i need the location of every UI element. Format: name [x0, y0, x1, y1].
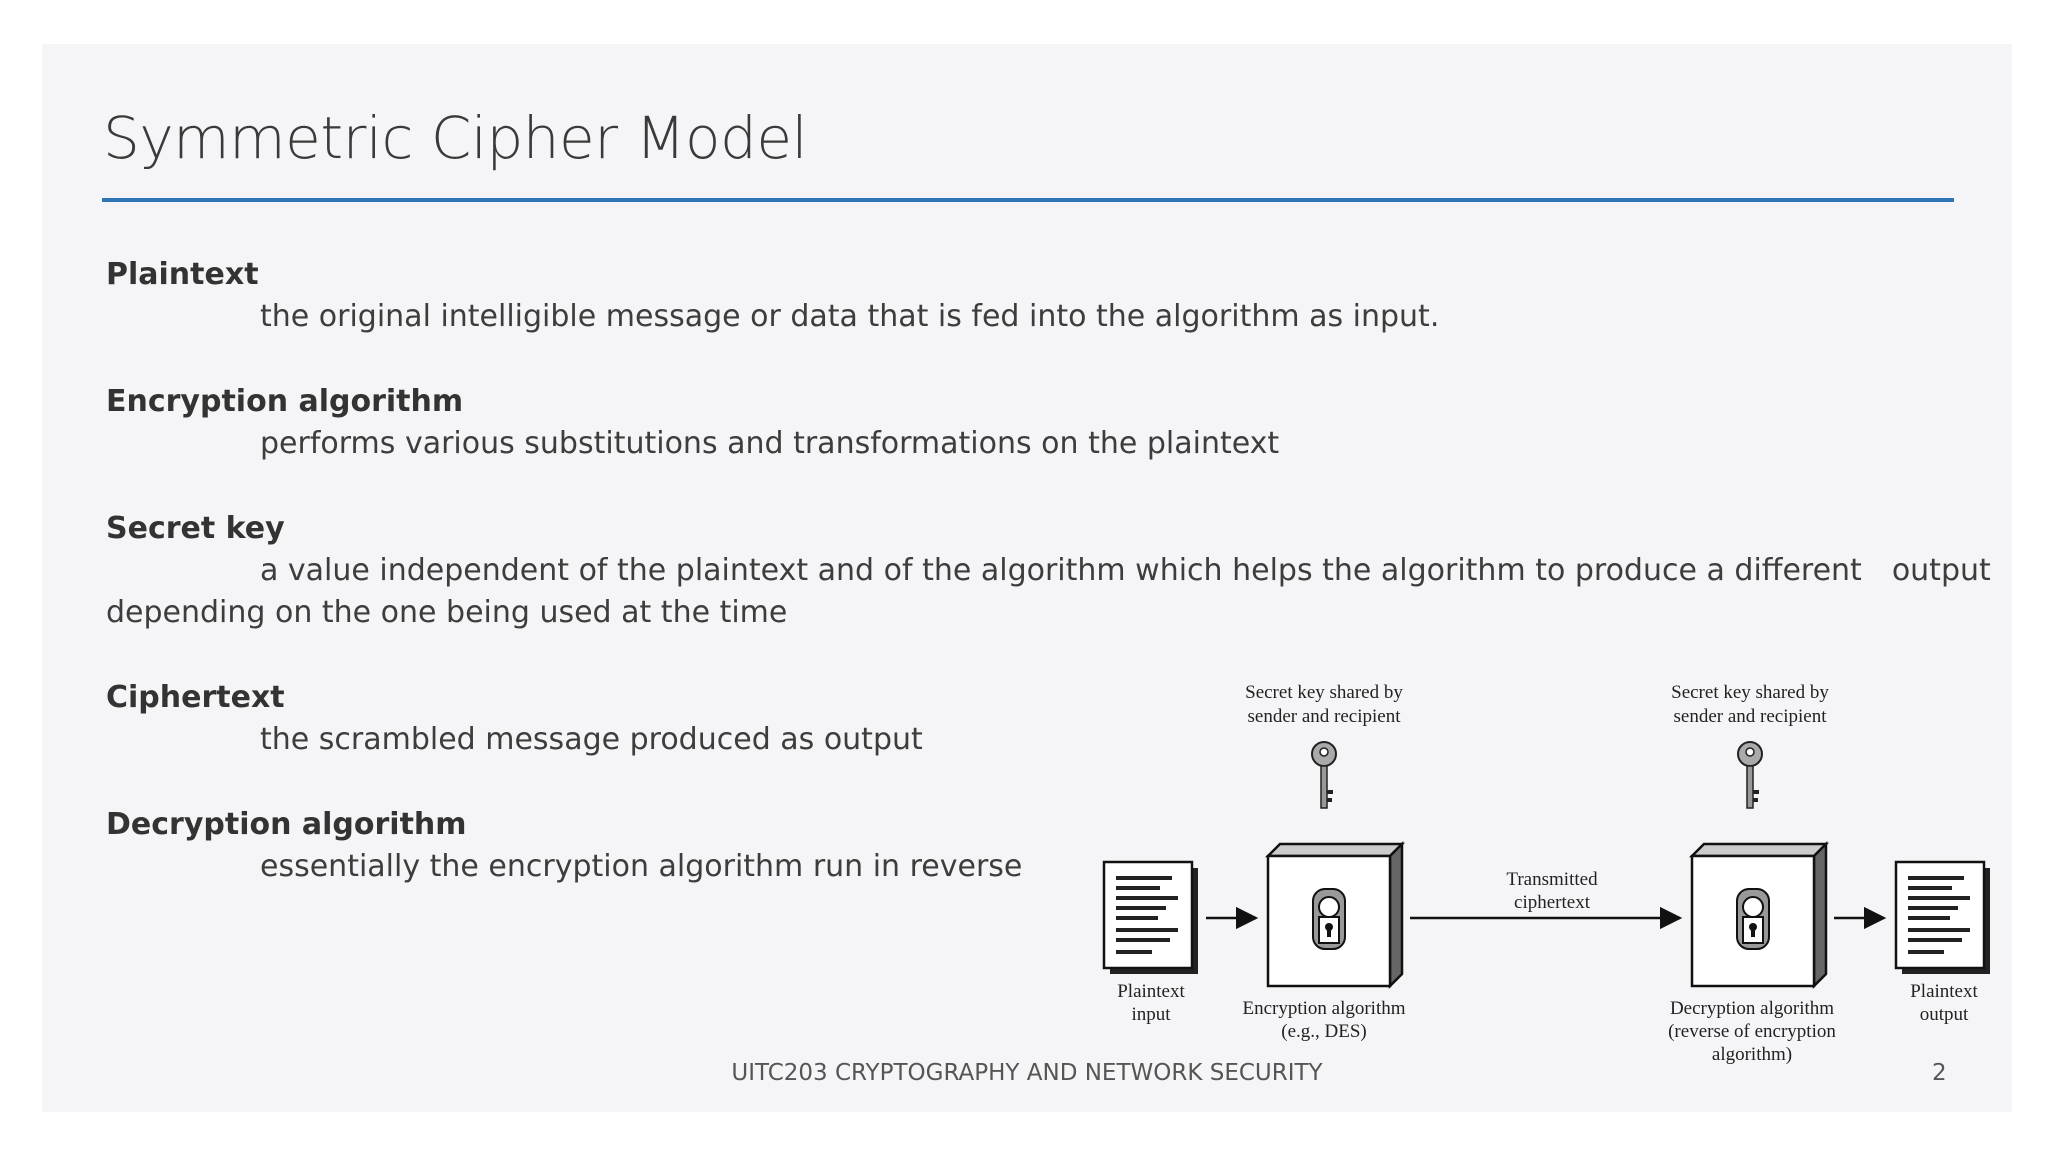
decryption-label-2: (reverse of encryption — [1668, 1021, 1836, 1042]
slide-footer: UITC203 CRYPTOGRAPHY AND NETWORK SECURIT… — [731, 1060, 1323, 1086]
decryption-label-1: Decryption algorithm — [1670, 998, 1834, 1019]
term-label: Decryption algorithm — [106, 807, 467, 842]
definition-plaintext: Plaintext the original intelligible mess… — [106, 254, 1966, 338]
key-icon — [1311, 741, 1337, 809]
lock-icon — [1736, 888, 1770, 950]
plaintext-input-label-2: input — [1131, 1004, 1171, 1025]
definition-decryption-algorithm: Decryption algorithm essentially the enc… — [106, 804, 1966, 888]
transmitted-label-1: Transmitted — [1506, 869, 1598, 890]
key-icon — [1737, 741, 1763, 809]
encryption-label-2: (e.g., DES) — [1281, 1021, 1366, 1042]
term-description-line1: a value independent of the plaintext and… — [260, 553, 1862, 588]
transmitted-label-2: ciphertext — [1514, 892, 1591, 913]
definitions-list: Plaintext the original intelligible mess… — [106, 254, 1991, 931]
page-title: Symmetric Cipher Model — [103, 104, 808, 172]
document-icon — [1894, 860, 1990, 974]
decryption-label-3: algorithm) — [1712, 1044, 1792, 1065]
title-divider — [102, 198, 1954, 202]
plaintext-input-label-1: Plaintext — [1117, 981, 1185, 1002]
key-label-left-2: sender and recipient — [1248, 706, 1402, 727]
page-number: 2 — [1932, 1060, 1947, 1086]
term-description: performs various substitutions and trans… — [260, 426, 1280, 461]
term-description-line1-end: output — [1891, 553, 1991, 588]
term-description: the original intelligible message or dat… — [260, 299, 1440, 334]
term-label: Secret key — [106, 511, 285, 546]
term-label: Encryption algorithm — [106, 384, 464, 419]
plaintext-output-label-1: Plaintext — [1910, 981, 1978, 1002]
term-description: the scrambled message produced as output — [260, 722, 923, 757]
key-label-right-2: sender and recipient — [1674, 706, 1828, 727]
definition-ciphertext: Ciphertext the scrambled message produce… — [106, 677, 1966, 761]
term-label: Ciphertext — [106, 680, 285, 715]
term-description: essentially the encryption algorithm run… — [260, 849, 1023, 884]
term-description: a value independent of the plaintext and… — [106, 550, 1991, 634]
definition-encryption-algorithm: Encryption algorithm performs various su… — [106, 381, 1966, 465]
symmetric-cipher-diagram: Secret key shared by sender and recipien… — [1062, 672, 2022, 1072]
lock-icon — [1312, 888, 1346, 950]
document-icon — [1102, 860, 1198, 974]
definition-secret-key: Secret key a value independent of the pl… — [106, 508, 1991, 634]
encryption-label-1: Encryption algorithm — [1242, 998, 1405, 1019]
key-label-left-1: Secret key shared by — [1245, 682, 1403, 703]
slide: Symmetric Cipher Model Plaintext the ori… — [42, 44, 2012, 1112]
plaintext-output-label-2: output — [1920, 1004, 1969, 1025]
term-description-line2: depending on the one being used at the t… — [106, 595, 788, 630]
key-label-right-1: Secret key shared by — [1671, 682, 1829, 703]
term-label: Plaintext — [106, 257, 259, 292]
